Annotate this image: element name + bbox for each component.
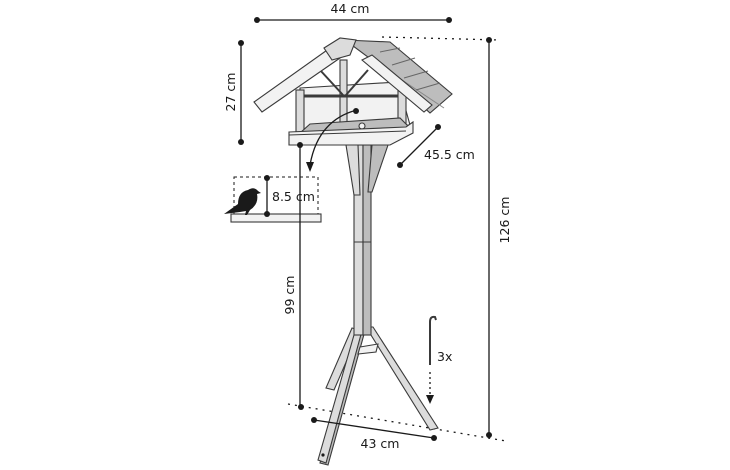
base-width-dimension-line <box>313 419 435 439</box>
perch-clearance-label: 8.5 cm <box>272 189 315 204</box>
perch-arrow <box>309 109 358 166</box>
feeder-house <box>288 59 414 146</box>
total-height-label: 126 cm <box>497 197 512 244</box>
table-height-label: 99 cm <box>282 276 297 315</box>
stand-legs <box>317 325 439 466</box>
feeder-roof <box>253 37 453 114</box>
depth-label: 45.5 cm <box>424 147 475 162</box>
arrow-head-icon <box>306 162 314 172</box>
base-width-label: 43 cm <box>361 436 400 451</box>
depth-dimension-line <box>399 126 439 166</box>
ground-peg-icon <box>426 315 437 404</box>
top-reference-line <box>381 36 501 41</box>
ground-line <box>287 403 507 442</box>
perch-detail <box>224 175 322 223</box>
feeder-pole <box>345 144 389 336</box>
width-label: 44 cm <box>331 1 370 16</box>
bird-icon <box>224 188 261 215</box>
roof-height-label: 27 cm <box>223 73 238 112</box>
ground-peg-count: 3x <box>437 349 452 364</box>
